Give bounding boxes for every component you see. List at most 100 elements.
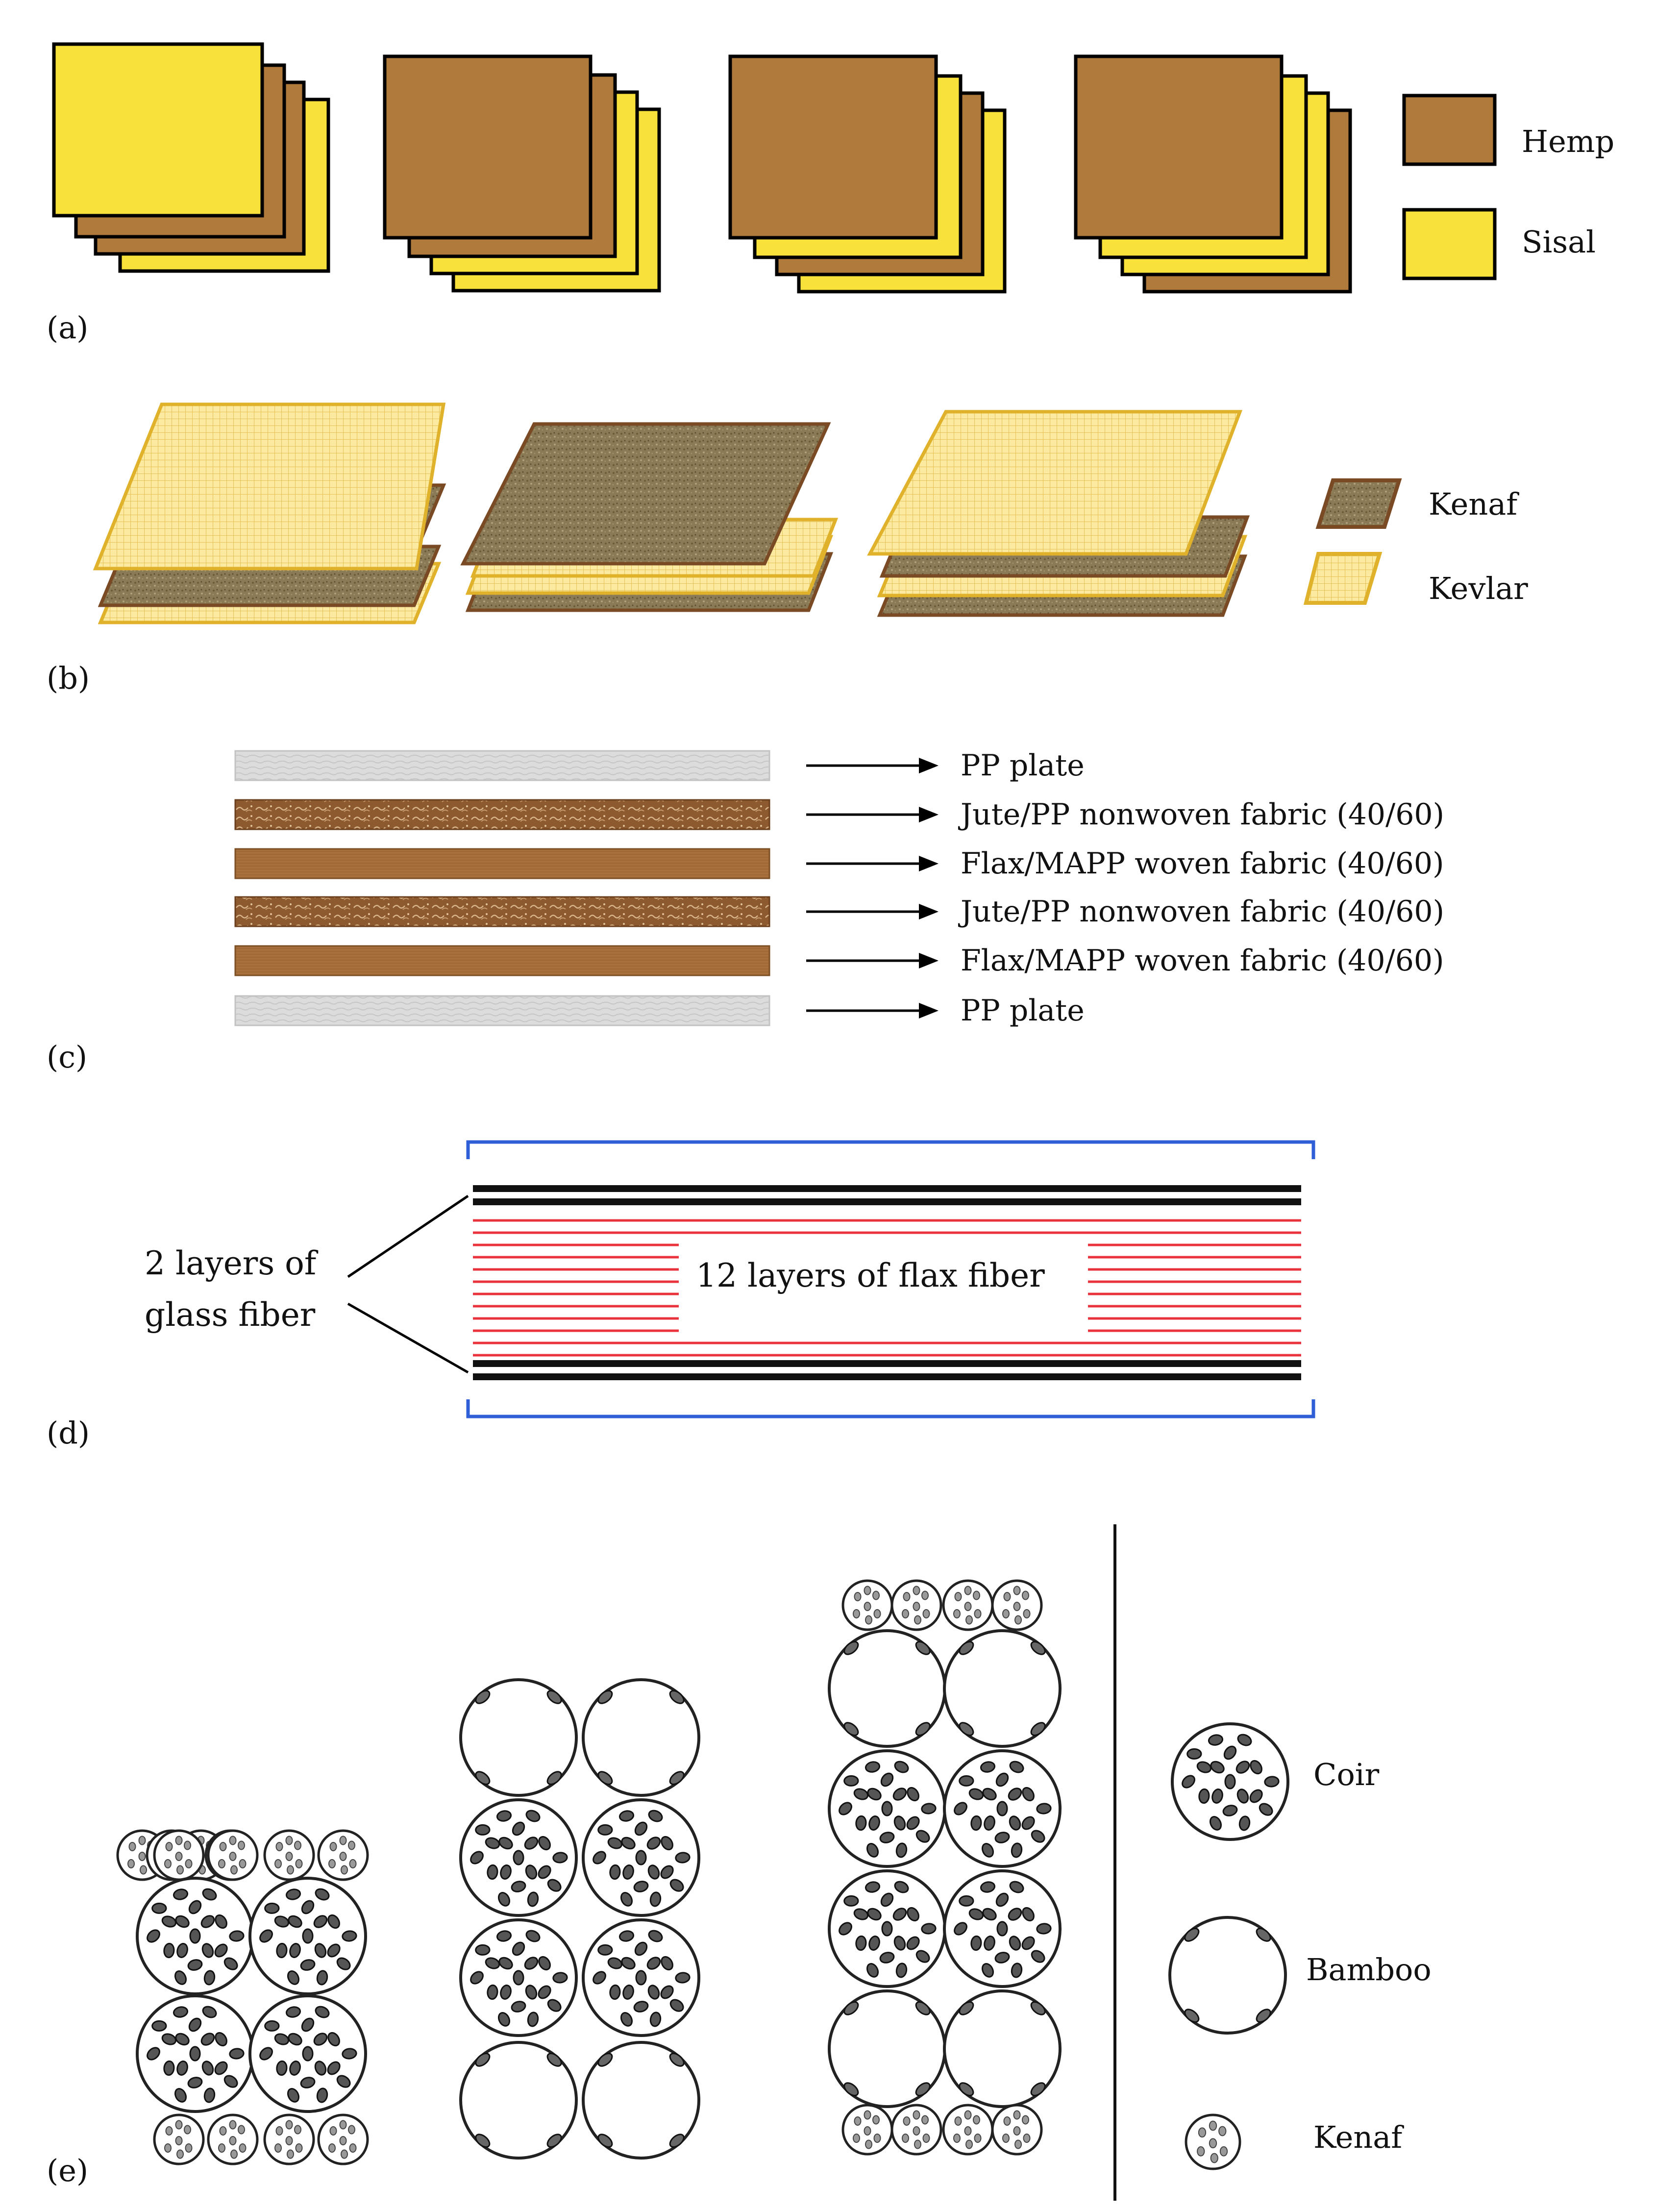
panel-a-label: (a) — [47, 310, 88, 346]
layer-jute — [234, 896, 770, 927]
layer-label: Jute/PP nonwoven fabric (40/60) — [958, 894, 1444, 929]
coir-fiber — [582, 1918, 700, 2037]
kenaf-fiber — [153, 1829, 205, 1881]
bamboo-fiber — [1168, 1916, 1287, 2035]
bamboo-fiber — [943, 1629, 1062, 1748]
layer-label: PP plate — [961, 748, 1085, 783]
glass-label-line1: 2 layers of — [145, 1244, 319, 1282]
coir-fiber — [943, 1749, 1062, 1868]
bamboo-fiber — [828, 1989, 946, 2108]
kenaf-fiber — [263, 1829, 315, 1881]
layer-label: PP plate — [961, 994, 1085, 1028]
hybrid-columns — [116, 1579, 1062, 2165]
legend-kenaf-swatch — [1315, 478, 1402, 529]
coir-fiber — [136, 1877, 254, 1995]
stack-b3 — [867, 410, 1250, 617]
legend-bamboo-label: Bamboo — [1306, 1952, 1432, 1987]
glass-layer-bottom-2 — [473, 1373, 1301, 1380]
legend-kenaf-e-label: Kenaf — [1313, 2119, 1404, 2155]
layer-pp — [234, 995, 770, 1026]
panel-d-label: (d) — [47, 1415, 90, 1451]
legend-sisal-label: Sisal — [1522, 224, 1596, 260]
flax-layers-label: 12 layers of flax fiber — [696, 1257, 1045, 1294]
glass-layer-bottom-1 — [473, 1360, 1301, 1367]
kenaf-fiber — [153, 2113, 205, 2165]
layer-jute — [234, 799, 770, 830]
layer-pp — [234, 750, 770, 781]
layer-flax — [234, 848, 770, 879]
coir-fiber — [459, 1798, 578, 1917]
panel-e: Coir Bamboo Kenaf (e) — [47, 1524, 1432, 2201]
kenaf-fiber — [991, 2104, 1043, 2156]
stack-a4 — [1074, 54, 1352, 294]
legend-kenaf-label: Kenaf — [1429, 486, 1519, 522]
pointer-line-top — [347, 1194, 469, 1278]
kenaf-fiber — [841, 1579, 893, 1631]
panel-b: Kenaf Kevlar (b) — [47, 402, 1528, 696]
kenaf-fiber — [890, 1579, 942, 1631]
flax-label-box — [679, 1240, 1088, 1338]
panel-b-label: (b) — [47, 660, 90, 696]
kenaf-fiber — [317, 1829, 369, 1881]
layer-arrow-head — [919, 856, 939, 871]
bamboo-fiber — [828, 1629, 946, 1748]
glass-label-line2: glass fiber — [145, 1296, 316, 1334]
kenaf-fiber — [207, 1829, 259, 1881]
panel-a: Hemp Sisal (a) — [47, 42, 1614, 346]
layer-arrow-head — [919, 758, 939, 773]
bamboo-fiber — [459, 1678, 578, 1797]
coir-fiber — [1171, 1722, 1289, 1841]
glass-layer-top-2 — [473, 1198, 1301, 1205]
coir-fiber — [828, 1869, 946, 1988]
pointer-line-bottom — [347, 1302, 469, 1374]
layer-arrow-head — [919, 1003, 939, 1019]
panel-c-label: (c) — [47, 1039, 87, 1075]
legend-hemp-label: Hemp — [1522, 124, 1614, 159]
stack-a1 — [52, 42, 330, 273]
legend-sisal-swatch — [1402, 208, 1497, 280]
kenaf-fiber — [841, 2104, 893, 2156]
kenaf-fiber — [207, 2113, 259, 2165]
bottom-bracket — [466, 1399, 1315, 1418]
bamboo-fiber — [459, 2041, 578, 2160]
glass-layer-top-1 — [473, 1185, 1301, 1192]
kenaf-fiber — [317, 2113, 369, 2165]
panel-e-label: (e) — [47, 2153, 88, 2188]
layer-label: Jute/PP nonwoven fabric (40/60) — [958, 797, 1444, 832]
layer-arrow-head — [919, 807, 939, 822]
stack-a2 — [383, 54, 661, 293]
coir-fiber — [459, 1918, 578, 2037]
coir-fiber — [582, 1798, 700, 1917]
bamboo-fiber — [582, 1678, 700, 1797]
kenaf-fiber — [991, 1579, 1043, 1631]
legend-coir-label: Coir — [1313, 1757, 1380, 1792]
layer-arrow-head — [919, 904, 939, 919]
kenaf-fiber — [263, 2113, 315, 2165]
coir-fiber — [248, 1994, 367, 2113]
stack-b2 — [460, 422, 839, 612]
kenaf-fiber — [942, 1579, 994, 1631]
layer-arrow-head — [919, 953, 939, 969]
stack-a3 — [728, 54, 1007, 294]
legend-hemp-swatch — [1402, 94, 1497, 166]
layer-flax — [234, 945, 770, 976]
legend-kevlar-label: Kevlar — [1429, 571, 1528, 606]
coir-fiber — [828, 1749, 946, 1868]
panel-d: 12 layers of flax fiber 2 layers of glas… — [47, 1140, 1315, 1451]
layer-label: Flax/MAPP woven fabric (40/60) — [961, 846, 1444, 881]
kenaf-fiber — [942, 2104, 994, 2156]
coir-fiber — [943, 1869, 1062, 1988]
top-bracket — [466, 1140, 1315, 1159]
legend-e — [1168, 1722, 1289, 2170]
kenaf-fiber — [1185, 2113, 1241, 2170]
bamboo-fiber — [943, 1989, 1062, 2108]
coir-fiber — [248, 1877, 367, 1995]
layer-label: Flax/MAPP woven fabric (40/60) — [961, 944, 1444, 978]
coir-fiber — [136, 1994, 254, 2113]
bamboo-fiber — [582, 2041, 700, 2160]
kenaf-fiber — [890, 2104, 942, 2156]
legend-kevlar-swatch — [1303, 552, 1383, 605]
